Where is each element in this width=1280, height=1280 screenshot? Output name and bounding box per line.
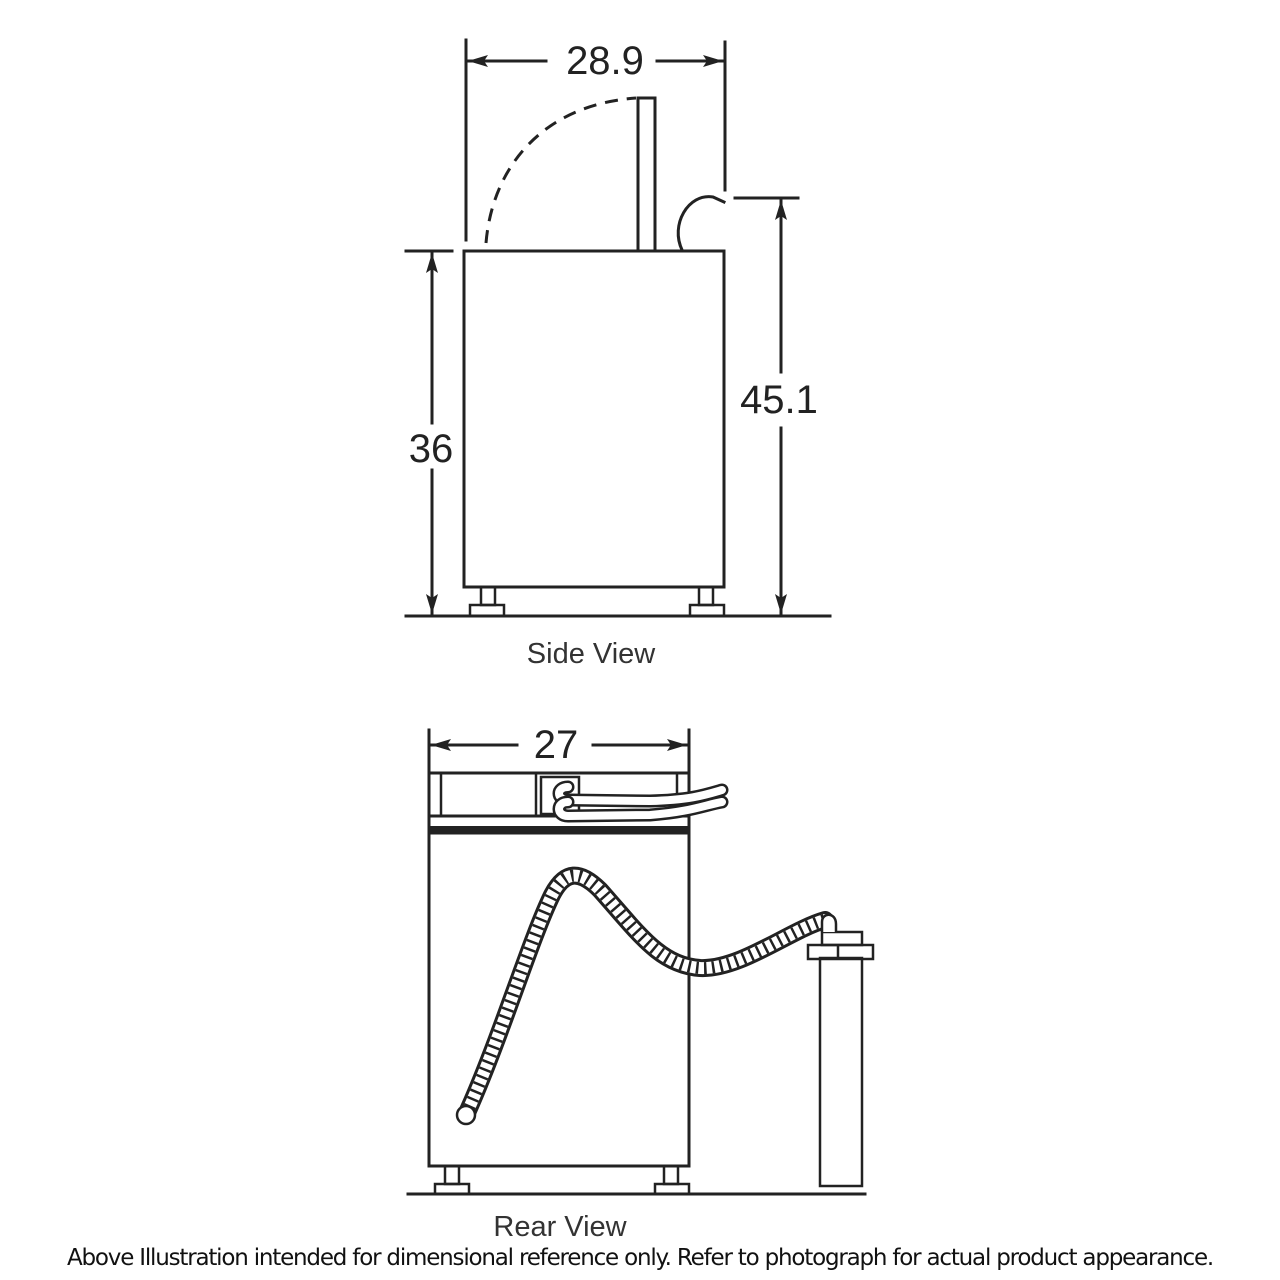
- rear-view: 27 Rear View: [406, 723, 875, 1243]
- disclaimer-text: Above Illustration intended for dimensio…: [66, 1245, 1214, 1271]
- rear-cabinet: [427, 831, 691, 1168]
- side-view: 28.9 36 45.1 Side View: [404, 38, 832, 670]
- lid-swing-arc: [484, 96, 637, 244]
- fill-hoses: [552, 780, 729, 823]
- rear-band: [429, 826, 689, 833]
- side-view-label: Side View: [527, 638, 656, 670]
- dim-45-1-label: 45.1: [740, 378, 818, 422]
- dim-36-label: 36: [409, 427, 454, 471]
- drain-hose-end: [455, 1104, 477, 1126]
- dim-27-label: 27: [534, 723, 579, 767]
- side-feet: [468, 585, 726, 618]
- standpipe: [806, 913, 875, 1188]
- side-cabinet: [462, 249, 726, 589]
- rear-feet: [433, 1164, 691, 1196]
- dim-28-9-label: 28.9: [566, 39, 644, 83]
- open-lid: [636, 96, 657, 253]
- rear-view-label: Rear View: [493, 1211, 627, 1243]
- drain-hose: [455, 866, 834, 1126]
- control-console: [676, 195, 726, 253]
